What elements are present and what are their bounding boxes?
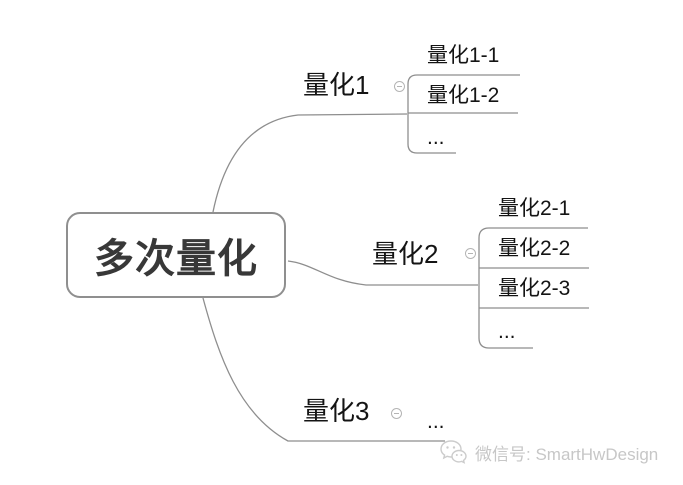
root-topic-label: 多次量化 (94, 237, 258, 281)
bracket-branch1 (407, 74, 520, 154)
subtopic-2-more[interactable]: ... (498, 320, 516, 343)
branch-topic-3[interactable]: 量化3 (303, 396, 370, 426)
collapse-button-branch2[interactable] (465, 248, 476, 259)
bracket-branch2 (478, 227, 588, 349)
branch-topic-1[interactable]: 量化1 (303, 70, 370, 100)
connector-root-branch1 (212, 113, 408, 213)
subtopic-1-2[interactable]: 量化1-2 (427, 84, 500, 107)
branch-topic-2[interactable]: 量化2 (372, 239, 439, 269)
subtopic-1-1[interactable]: 量化1-1 (427, 44, 500, 67)
connector-root-branch2 (287, 260, 478, 286)
subtopic-2-1[interactable]: 量化2-1 (498, 197, 571, 220)
watermark: 微信号: SmartHwDesign (437, 436, 658, 468)
subtopic-2-3[interactable]: 量化2-3 (498, 277, 571, 300)
collapse-button-branch3[interactable] (391, 408, 402, 419)
collapse-minus-icon (468, 253, 473, 254)
subtopic-1-more[interactable]: ... (427, 126, 445, 149)
connector-root-branch3 (202, 297, 445, 442)
collapse-minus-icon (397, 86, 402, 87)
subtopic-3-more[interactable]: ... (427, 410, 445, 433)
collapse-minus-icon (394, 413, 399, 414)
subtopic-2-2[interactable]: 量化2-2 (498, 237, 571, 260)
watermark-text: 微信号: SmartHwDesign (475, 444, 659, 464)
collapse-button-branch1[interactable] (394, 81, 405, 92)
wechat-icon (440, 440, 467, 464)
root-topic[interactable]: 多次量化 (66, 212, 286, 298)
